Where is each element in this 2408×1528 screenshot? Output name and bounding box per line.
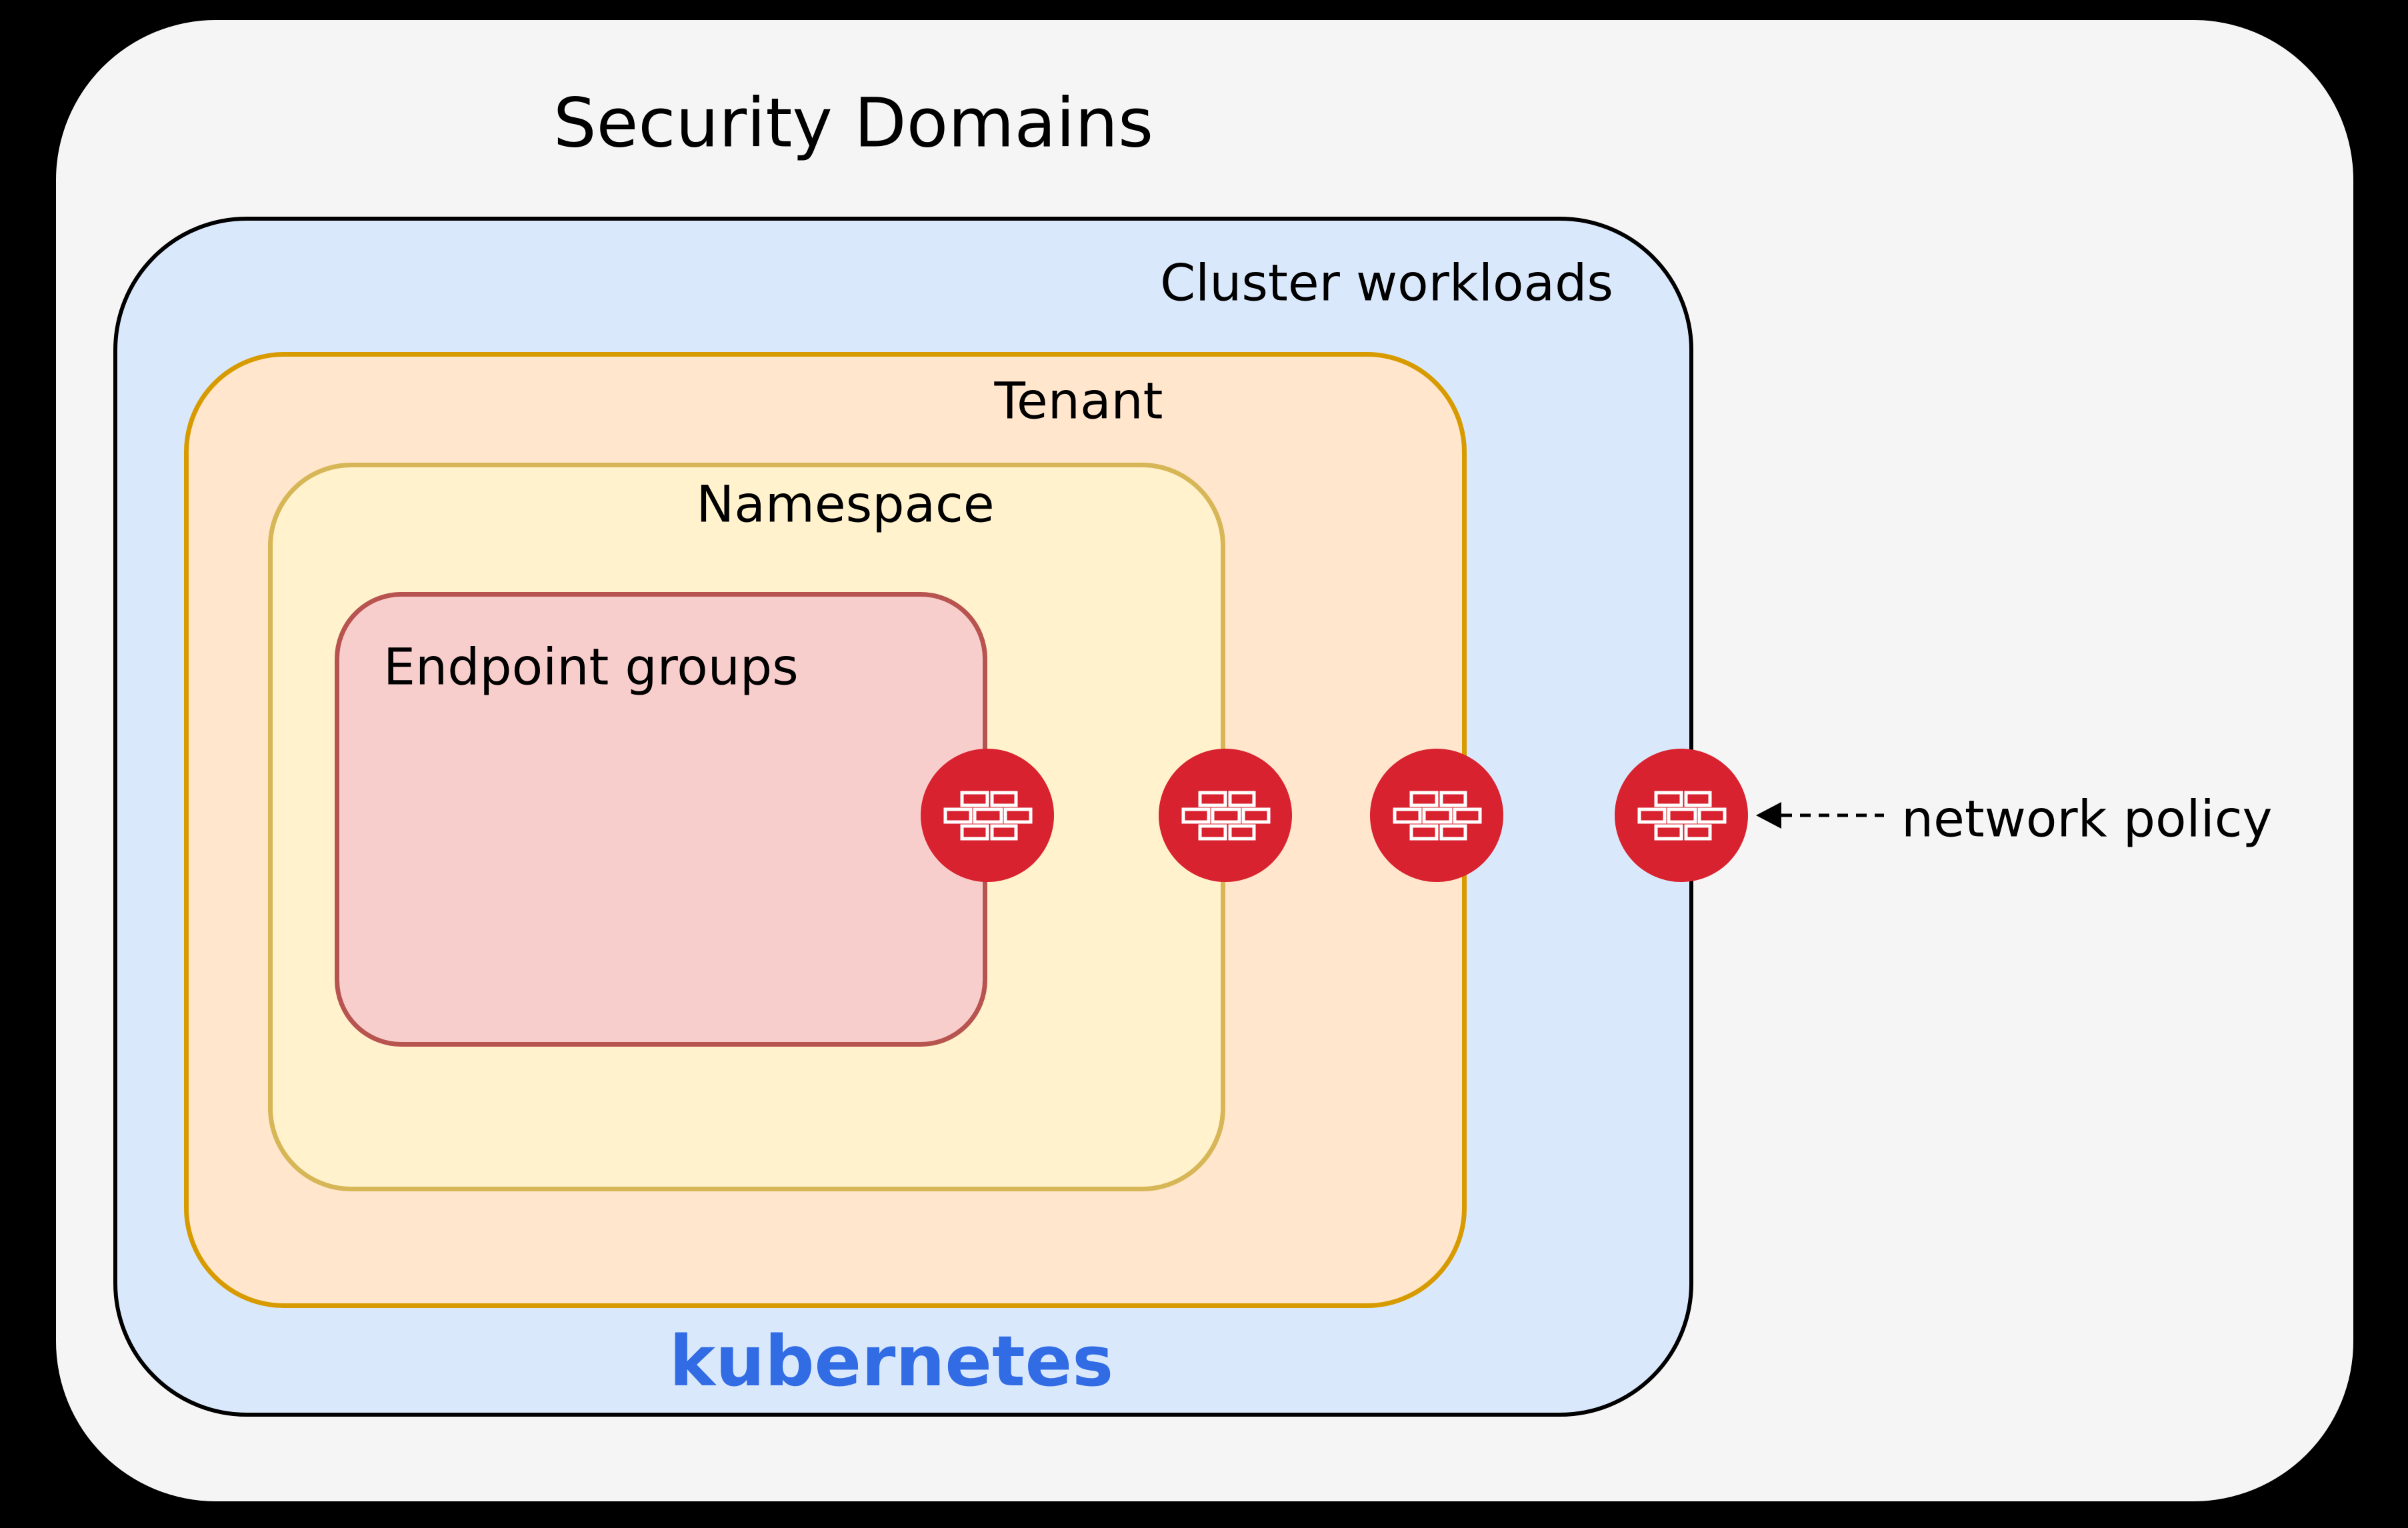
network-policy-arrow-icon (1756, 802, 1884, 829)
firewall-icon (1159, 749, 1292, 882)
domain-box-endpoint-groups (335, 592, 987, 1047)
endpoint-groups-label: Endpoint groups (383, 637, 799, 697)
page-title: Security Domains (553, 83, 1154, 163)
kubernetes-wordmark: kubernetes (669, 1321, 1114, 1402)
network-policy-label: network policy (1901, 789, 2273, 849)
tenant-label: Tenant (994, 371, 1163, 431)
firewall-icon (1370, 749, 1503, 882)
firewall-icon (1615, 749, 1748, 882)
namespace-label: Namespace (696, 474, 995, 534)
cluster-workloads-label: Cluster workloads (1160, 253, 1613, 313)
firewall-icon (921, 749, 1054, 882)
